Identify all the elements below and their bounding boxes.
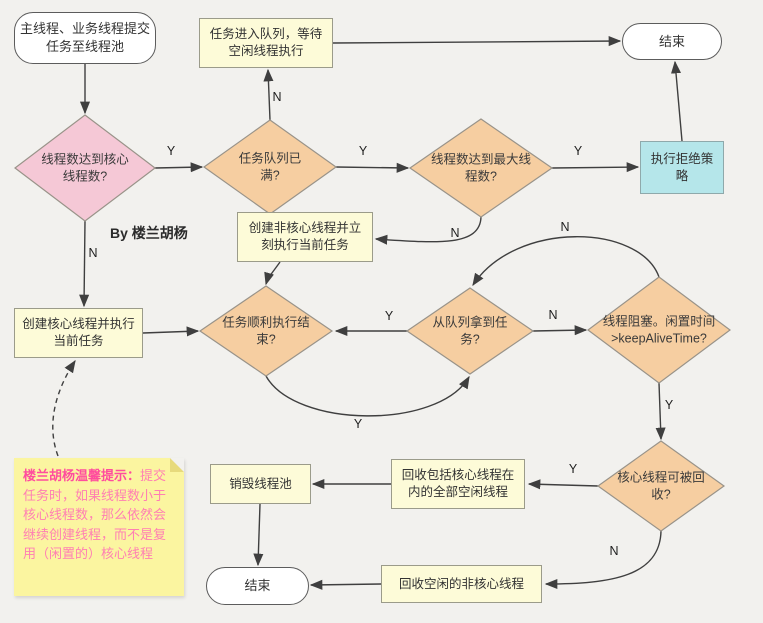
node-start: 主线程、业务线程提交任务至线程池: [14, 12, 156, 64]
diamond-core-recyclable-label: 核心线程可被回收?: [617, 470, 705, 502]
sticky-note-title: 楼兰胡杨温馨提示：: [23, 468, 141, 483]
edge-create-core-to-task-done: [142, 326, 200, 337]
edge-recycle-noncore-to-end-bottom: [309, 579, 382, 590]
edge-label-task-done-yes: Y: [353, 417, 363, 431]
diamond-keepalive-shape: [586, 276, 732, 384]
edge-got-task-to-keepalive: [532, 325, 588, 336]
edge-label-queue-full-yes: Y: [358, 144, 368, 158]
edge-label-queue-full-no: N: [272, 90, 282, 104]
edge-label-core-yes: Y: [166, 144, 176, 158]
node-recycle-noncore: 回收空闲的非核心线程: [381, 565, 542, 603]
node-task-queue: 任务进入队列，等待空闲线程执行: [199, 18, 333, 68]
edge-label-got-task-no: N: [548, 308, 558, 322]
edge-keepalive-to-recyclable: [655, 382, 666, 441]
edge-label-max-no: N: [450, 226, 460, 240]
node-create-noncore: 创建非核心线程并立刻执行当前任务: [237, 212, 373, 262]
node-create-core: 创建核心线程并执行当前任务: [14, 308, 143, 358]
edge-recyclable-to-recycle-all: [527, 479, 599, 490]
edge-core-check-to-create-core: [79, 220, 90, 308]
node-reject-policy: 执行拒绝策略: [640, 141, 724, 194]
edge-task-queue-to-end-top: [332, 36, 622, 47]
edge-queue-full-to-max-check: [335, 162, 410, 173]
edge-label-keepalive-yes: Y: [664, 398, 674, 412]
edge-keepalive-to-got-task-loop: [472, 236, 660, 287]
diamond-task-done-label: 任务顺利执行结束?: [222, 315, 310, 347]
sticky-note-body: 提交任务时，如果线程数小于核心线程数，那么依然会继续创建线程，而不是复用（闲置的…: [23, 468, 167, 561]
node-end-top: 结束: [622, 23, 722, 60]
edge-label-recyclable-yes: Y: [568, 462, 578, 476]
node-destroy-pool: 销毁线程池: [210, 464, 311, 504]
edge-label-core-no: N: [88, 246, 98, 260]
edge-queue-full-to-task-queue: [263, 68, 274, 121]
diamond-core-count-label: 线程数达到核心线程数?: [41, 152, 129, 184]
edge-label-recyclable-no: N: [609, 544, 619, 558]
byline-text: By 楼兰胡杨: [110, 225, 188, 241]
edge-label-keepalive-no: N: [560, 220, 570, 234]
diamond-got-task-shape: [405, 287, 535, 375]
sticky-note: 楼兰胡杨温馨提示：提交任务时，如果线程数小于核心线程数，那么依然会继续创建线程，…: [14, 458, 184, 596]
diamond-core-count-shape: [14, 114, 156, 222]
node-end-bottom: 结束: [206, 567, 309, 605]
edge-max-check-to-reject: [551, 162, 640, 173]
diamond-queue-full-label: 任务队列已满?: [238, 151, 302, 183]
node-recycle-all: 回收包括核心线程在内的全部空闲线程: [391, 459, 525, 509]
edge-create-noncore-to-task-done: [264, 261, 281, 286]
edge-core-check-to-queue-full: [154, 162, 204, 173]
edge-reject-to-end-top: [670, 60, 683, 142]
edge-task-done-to-got-task-loop: [265, 375, 470, 417]
diamond-max-count-label: 线程数达到最大线程数?: [430, 152, 531, 184]
edge-recyclable-to-recycle-noncore: [544, 530, 662, 590]
diamond-task-done-shape: [198, 285, 334, 377]
edge-destroy-to-end-bottom: [253, 503, 264, 567]
edge-max-check-to-create-noncore: [374, 216, 482, 245]
edge-label-got-task-yes: Y: [384, 309, 394, 323]
diamond-got-task-label: 从队列拿到任务?: [432, 315, 508, 347]
diamond-keepalive-label: 线程阻塞。闲置时间>keepAliveTime?: [602, 314, 716, 346]
edge-label-max-yes: Y: [573, 144, 583, 158]
diamond-max-count-shape: [408, 118, 554, 218]
edge-note-to-create-core: [52, 359, 76, 457]
diamond-core-recyclable-shape: [596, 440, 726, 532]
